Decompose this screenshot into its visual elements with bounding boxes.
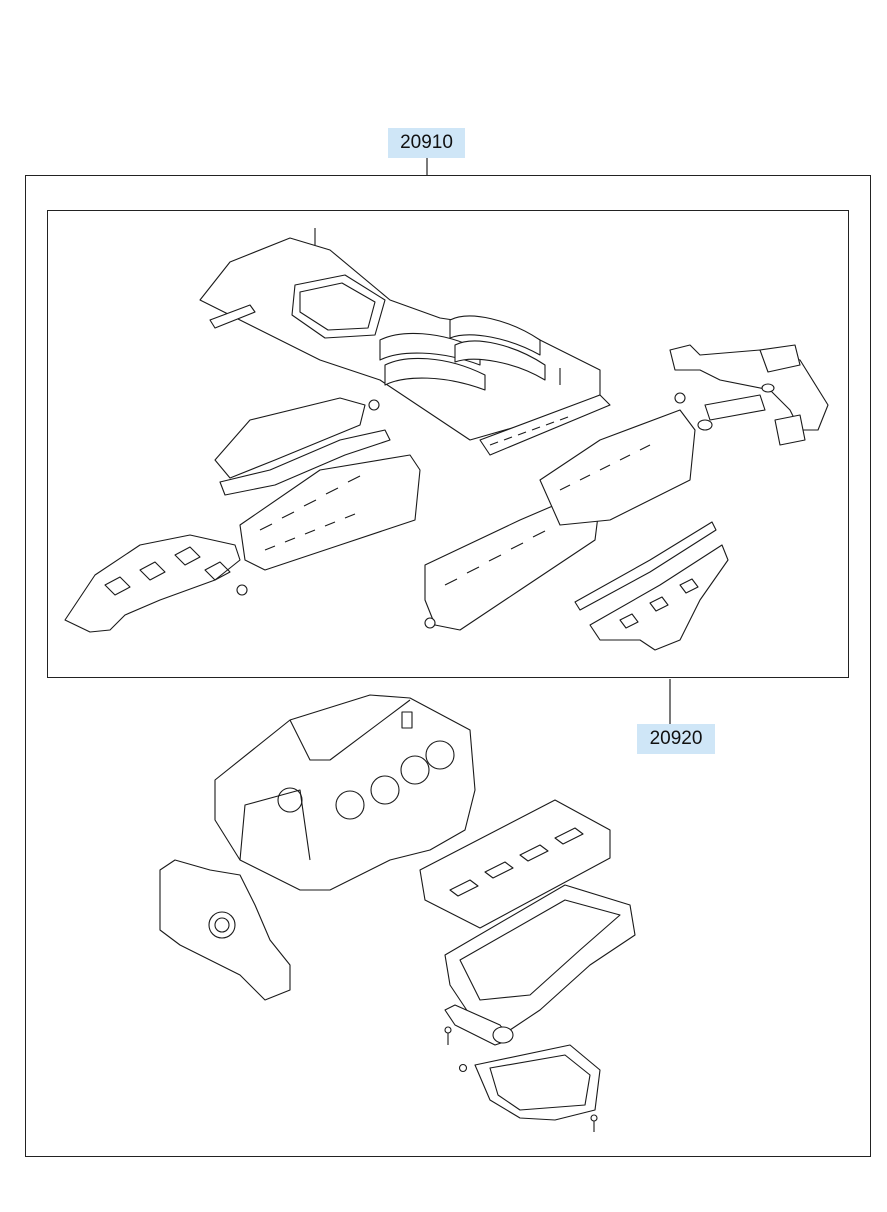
upper-kit-frame [47, 210, 849, 678]
callout-label-20920[interactable]: 20920 [637, 724, 715, 754]
engine-block-icon[interactable] [214, 694, 476, 891]
timing-cover-icon[interactable] [159, 859, 291, 1001]
oil-pan-lower-icon[interactable] [474, 1044, 601, 1121]
exhaust-manifold-right-icon[interactable] [574, 521, 729, 651]
exhaust-crossover-icon[interactable] [669, 344, 829, 446]
cylinder-head-right-icon[interactable] [424, 392, 696, 631]
exhaust-manifold-left-icon[interactable] [64, 534, 248, 633]
bolt-icon[interactable] [444, 1026, 598, 1132]
valve-cover-left-icon[interactable] [214, 397, 391, 496]
outer-kit-frame [25, 175, 871, 1157]
intake-manifold-icon[interactable] [199, 228, 611, 456]
cylinder-head-left-icon[interactable] [239, 454, 421, 571]
ladder-frame-icon[interactable] [419, 799, 611, 929]
callout-label-20910[interactable]: 20910 [388, 128, 465, 158]
oil-pan-upper-icon[interactable] [444, 884, 636, 1031]
oil-strainer-icon[interactable] [444, 1004, 514, 1046]
